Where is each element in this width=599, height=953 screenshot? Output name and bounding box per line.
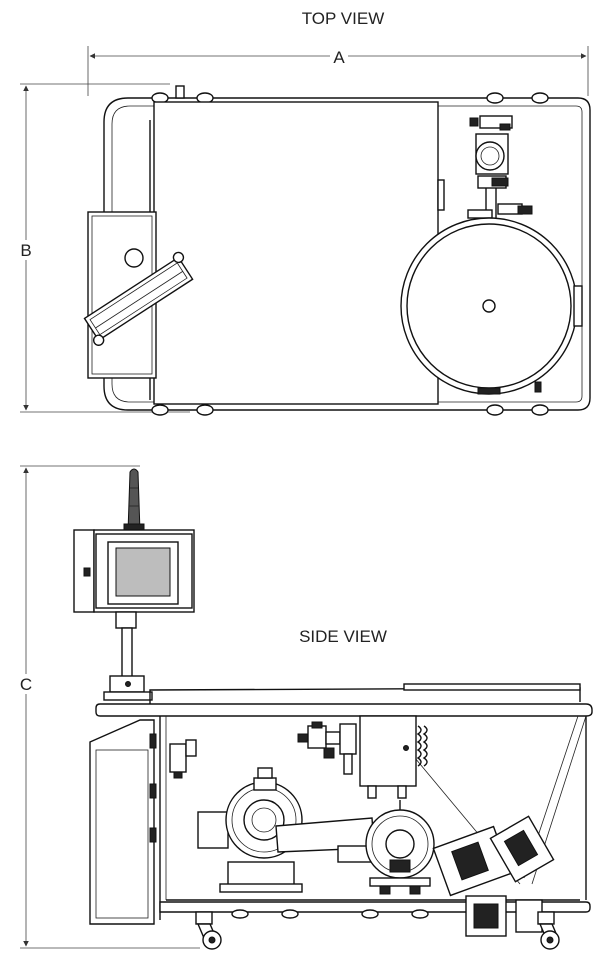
solenoid-valve-side (169, 739, 197, 779)
electrical-panel-side (89, 719, 157, 925)
junction-box-side (359, 715, 428, 799)
dimension-a-label: A (333, 48, 345, 67)
top-view-title: TOP VIEW (302, 9, 385, 28)
side-view-title: SIDE VIEW (299, 627, 387, 646)
pump-right-side (365, 800, 435, 895)
control-enclosure-top (87, 120, 157, 400)
top-view-frame (103, 85, 591, 416)
valve-assembly-top (467, 115, 533, 222)
dimension-c: C (18, 465, 200, 949)
dimension-b-label: B (20, 241, 31, 260)
drive-assembly-side (432, 815, 555, 937)
dimension-c-label: C (20, 675, 32, 694)
caster-center-side (231, 909, 429, 919)
hose-side (275, 817, 379, 863)
top-deck-plate (153, 101, 445, 405)
mount-post-side (103, 611, 153, 701)
display-panel-top (83, 251, 194, 346)
control-box-side (73, 529, 195, 613)
antenna-side (123, 468, 145, 535)
dimension-a: A (87, 46, 589, 96)
caster-right-side (537, 911, 560, 950)
caster-left-side (195, 911, 222, 950)
regulator-side (297, 721, 357, 775)
top-rail-side (95, 683, 593, 717)
drum-top (400, 217, 583, 395)
